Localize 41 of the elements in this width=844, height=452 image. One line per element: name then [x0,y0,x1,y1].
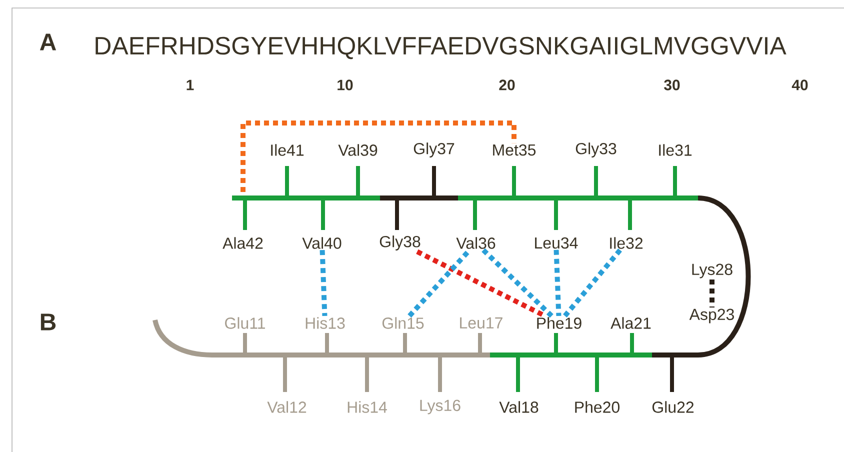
residue-label: Lys28 [692,264,732,278]
residue-label: Gly33 [576,142,616,158]
contact-line [408,248,472,318]
residue-label: His14 [348,401,387,413]
residue-label: Leu17 [460,317,502,329]
panel-letter: B [40,314,56,330]
residue-label: Glu22 [652,401,694,413]
residue-label: Gly37 [414,142,454,158]
contact-line [563,248,622,318]
residue-label: Ile31 [659,144,692,156]
residue-label: Ala42 [222,237,263,249]
residue-label: Asp23 [689,308,734,324]
residue-label: Phe20 [575,401,620,413]
contact-line [482,248,554,318]
residue-label: Gln15 [382,317,424,329]
residue-label: Leu34 [535,237,578,249]
residue-label: Ile32 [610,237,643,249]
contact-line [710,279,714,308]
position-number: 10 [338,80,353,90]
position-number: 40 [792,80,808,90]
contact-line [554,250,562,316]
residue-label: Ala21 [610,317,651,329]
residue-label: Phe19 [537,317,582,329]
residue-label: Ile41 [271,144,304,156]
residue-label: Val12 [267,401,306,413]
sequence-text: DAEFRHDSGYEVHHQKLVFFAEDVGSNKGAIIGLMVGGVVIA [96,36,786,60]
position-number: 1 [186,80,194,90]
residue-label: Val39 [338,144,378,156]
residue-label: Val36 [456,237,496,249]
contact-line [320,250,328,316]
residue-label: His13 [306,317,345,329]
residue-label: Met35 [493,144,536,156]
position-number: 30 [664,80,680,90]
residue-label: Glu11 [225,317,265,329]
residue-label: Val18 [499,401,538,413]
panel-letter: A [40,34,56,50]
residue-label: Gly38 [380,236,420,250]
position-number: 20 [499,80,515,90]
contact-line [240,120,516,192]
residue-label: Lys16 [420,400,460,414]
residue-label: Val40 [302,237,342,249]
